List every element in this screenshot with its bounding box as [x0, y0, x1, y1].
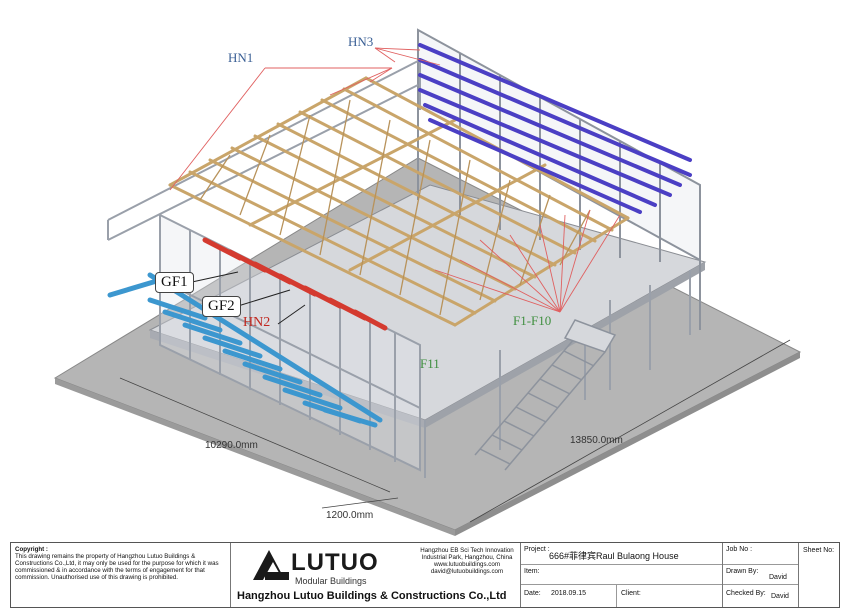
dimension-offset: 1200.0mm	[326, 510, 374, 521]
logo-subtitle: Modular Buildings	[295, 576, 367, 586]
company-website: www.lutuobuildings.com	[433, 561, 501, 568]
red-joists	[202, 237, 388, 331]
sheetno-cell: Sheet No:	[799, 543, 839, 607]
sheetno-key: Sheet No:	[803, 547, 835, 554]
purple-purlins	[418, 43, 692, 214]
right-side-wall-frame	[424, 270, 691, 478]
truss-webs	[199, 99, 591, 316]
label-leaders	[191, 271, 306, 325]
dimension-width-left: 10290.0mm	[205, 440, 258, 451]
lutuo-logo-icon	[253, 550, 289, 580]
label-gf2: GF2	[202, 296, 241, 317]
title-block: Copyright : This drawing remains the pro…	[10, 542, 840, 608]
label-hn2: HN2	[243, 315, 271, 330]
dimension-width-right: 13850.0mm	[570, 435, 623, 446]
drawnby-value: David	[769, 574, 787, 581]
label-hn1: HN1	[228, 50, 254, 65]
dimension-lines	[119, 339, 791, 523]
item-key: Item:	[524, 568, 540, 575]
checkedby-row: Checked By: David	[723, 585, 798, 607]
logo-cell: LUTUO Modular Buildings Hangzhou Lutuo B…	[231, 543, 521, 607]
logo-word: LUTUO	[291, 549, 379, 576]
address-line-2: Industrial Park, Hangzhou, China	[421, 554, 513, 561]
project-row: Project : 666#菲律宾Raul Bulaong House	[521, 543, 722, 565]
date-value: 2018.09.15	[551, 590, 587, 597]
copyright-cell: Copyright : This drawing remains the pro…	[11, 543, 231, 607]
label-f11: F11	[420, 356, 440, 371]
drawnby-row: Drawn By: David	[723, 565, 798, 585]
drawing-info-cell: Job No : Drawn By: David Checked By: Dav…	[723, 543, 799, 607]
item-row: Item:	[521, 565, 722, 585]
staircase	[474, 319, 617, 471]
label-gf1: GF1	[155, 272, 194, 293]
client-key: Client:	[621, 590, 641, 597]
jobno-row: Job No :	[723, 543, 798, 565]
company-name: Hangzhou Lutuo Buildings & Constructions…	[237, 590, 507, 602]
date-key: Date:	[524, 590, 541, 597]
company-email: david@lutuobuildings.com	[430, 568, 504, 575]
date-client-row: Date: 2018.09.15 Client:	[521, 585, 722, 607]
project-value: 666#菲律宾Raul Bulaong House	[549, 551, 679, 561]
blue-joists	[107, 272, 383, 428]
leader-lines	[169, 47, 621, 313]
checkedby-key: Checked By:	[726, 590, 766, 597]
checkedby-value: David	[771, 593, 789, 600]
copyright-heading: Copyright :	[15, 546, 48, 553]
address-block: Hangzhou EB Sci Tech Innovation Industri…	[417, 547, 517, 575]
jobno-key: Job No :	[726, 546, 753, 553]
drawnby-key: Drawn By:	[726, 568, 759, 575]
address-line-1: Hangzhou EB Sci Tech Innovation	[420, 547, 514, 554]
ground-slab-edge-right	[455, 352, 800, 536]
floor-deck-edge-right	[425, 262, 705, 428]
copyright-text: This drawing remains the property of Han…	[15, 553, 219, 581]
project-info-cell: Project : 666#菲律宾Raul Bulaong House Item…	[521, 543, 723, 607]
label-hn3: HN3	[348, 34, 374, 49]
project-key: Project :	[524, 546, 550, 553]
label-f1-f10: F1-F10	[513, 313, 552, 328]
building-3d-drawing	[53, 28, 802, 536]
ground-slab-edge	[55, 378, 455, 536]
